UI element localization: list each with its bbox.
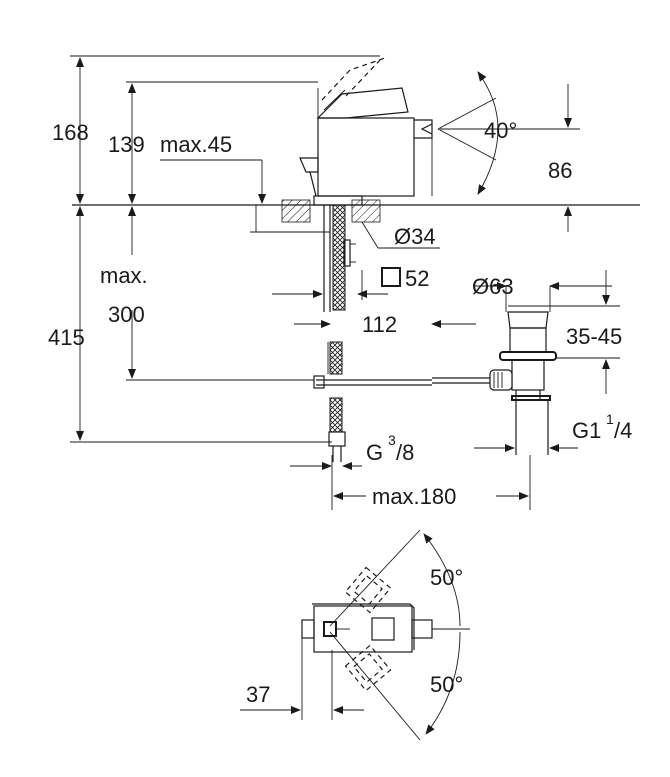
- side-elevation: 168 139 max.45 40° 86 Ø34 max. 52 Ø63 30…: [48, 55, 640, 510]
- waste-lock-nut: [499, 351, 557, 361]
- plan-aerator: [411, 619, 433, 639]
- mounting-dimensions: [272, 221, 476, 328]
- waste-thread-sub: /4: [614, 418, 632, 443]
- mixer-body: [317, 117, 415, 197]
- connection-thread-label: G: [366, 440, 383, 465]
- spout-reach-label: 112: [362, 312, 397, 337]
- overall-height-label: 168: [52, 120, 89, 145]
- counter-section-left: [281, 199, 311, 223]
- total-length-label: 415: [48, 325, 85, 350]
- plan-rod-end: [301, 619, 315, 639]
- waste-dimensions: [474, 270, 620, 452]
- flex-hose-bottom: [329, 397, 343, 433]
- pop-up-rod: [313, 375, 490, 389]
- connection-thread-sub: /8: [396, 440, 414, 465]
- base-square-label: 52: [405, 266, 429, 291]
- waste-diameter-label: Ø63: [472, 274, 514, 299]
- counter-section-right: [351, 199, 381, 223]
- hose-length-label: 300: [108, 302, 145, 327]
- waste-thread-label: G1: [572, 418, 601, 443]
- rod-clip: [313, 375, 325, 389]
- connection-thread-sup: 3: [388, 432, 396, 448]
- max-flange-label: max.45: [160, 132, 232, 157]
- flex-hose-upper: [332, 204, 346, 311]
- aerator-angle-label: 40°: [484, 118, 517, 143]
- max-label: max.: [100, 263, 148, 288]
- drain-lever: [299, 157, 319, 173]
- bottom-dimensions: [290, 455, 531, 510]
- plan-offset-label: 37: [246, 682, 270, 707]
- max-reach-label: max.180: [372, 484, 456, 509]
- square-symbol-icon: [381, 267, 401, 287]
- supply-connector: [328, 431, 346, 447]
- handle-rotated-bottom: [344, 644, 392, 692]
- supply-assembly: [323, 204, 356, 462]
- plan-body: [313, 605, 413, 653]
- aerator-dimensions: [437, 71, 580, 232]
- spout-height-label: 139: [108, 132, 145, 157]
- plan-lever-pivot: [323, 621, 337, 637]
- waste-plug: [507, 311, 549, 329]
- waste-thread-sup: 1: [606, 411, 614, 427]
- faucet-body: [299, 57, 433, 206]
- waste-valve: [489, 305, 557, 455]
- plan-square: [371, 617, 395, 641]
- left-dimensions: [70, 55, 380, 443]
- hole-diameter-label: Ø34: [394, 224, 436, 249]
- handle-rotated-top: [344, 566, 392, 614]
- aerator-height-label: 86: [548, 158, 572, 183]
- swivel-top-label: 50°: [430, 565, 463, 590]
- bidet-aerator: [414, 119, 433, 139]
- swivel-bottom-label: 50°: [430, 672, 463, 697]
- lever-open-outline: [321, 57, 386, 101]
- pop-up-range-label: 35-45: [566, 324, 622, 349]
- fixing-nut: [343, 239, 351, 267]
- flex-hose-lower: [329, 341, 343, 375]
- pop-up-connector: [489, 369, 513, 391]
- plan-view: 50° 50° 37: [240, 529, 470, 741]
